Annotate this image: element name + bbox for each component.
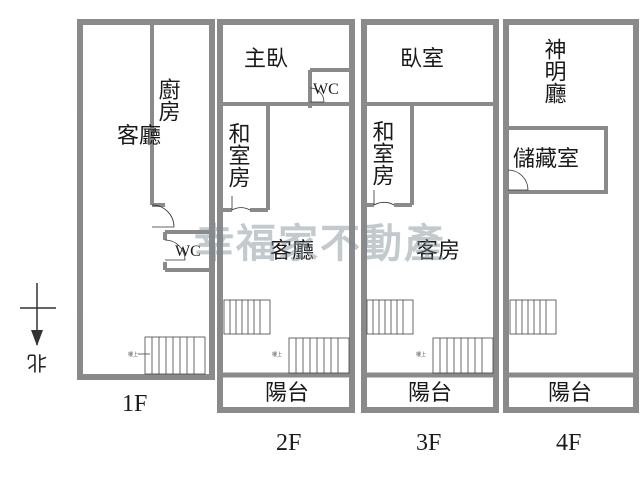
floor-4f-outline (503, 19, 639, 413)
room-1f-living-1: 客廳 (117, 124, 161, 149)
stair-note-2f: 樓上 (272, 351, 282, 358)
tatami-door-2f (231, 196, 251, 211)
room-1f-wc: WC (175, 243, 201, 260)
stair-note-3f: 樓上 (416, 351, 426, 358)
kitchen-door (151, 204, 175, 228)
room-4f-storage: 儲藏室 (513, 147, 579, 172)
tatami-door-3f (373, 190, 395, 206)
north-arrow-head (31, 330, 43, 346)
room-2f-wc: WC (313, 81, 339, 98)
floor-4f-stairs (509, 299, 557, 335)
floor-1f-outline (77, 19, 215, 380)
floor-2f-label: 2F (276, 430, 301, 456)
floor-2f: 樓上 主臥 WC 和室房 客廳 陽台 2F (217, 19, 355, 456)
room-2f-balcony: 陽台 (265, 381, 309, 406)
floor-4f-label: 4F (556, 430, 581, 456)
stair-up-note: 樓上 (128, 351, 138, 358)
wc-door-2f (309, 87, 325, 103)
storage-walls (508, 126, 608, 194)
room-2f-master: 主臥 (244, 47, 288, 72)
floor-1f-stairs: 樓上 (128, 336, 206, 375)
floor-3f: 樓上 臥室 和室房 客房 陽台 3F (361, 19, 499, 456)
floor-2f-outline (217, 19, 355, 413)
room-3f-guest: 客房 (416, 239, 460, 264)
floor-3f-label: 3F (416, 430, 441, 456)
room-1f-kitchen: 廚房 (155, 78, 181, 122)
north-arrow: 北 (20, 283, 56, 375)
floor-3f-stairs: 樓上 (366, 299, 494, 374)
floor-1f: 樓上 客廳 廚房 WC 1F (77, 19, 215, 417)
storage-door (507, 169, 529, 191)
room-2f-living: 客廳 (270, 239, 314, 264)
floor-1f-label: 1F (122, 391, 147, 417)
watermark: 幸福家不動產 (194, 221, 446, 267)
north-label: 北 (27, 351, 47, 375)
room-2f-tatami: 和室房 (225, 122, 251, 188)
wc-door (164, 239, 186, 261)
room-4f-balcony: 陽台 (548, 381, 592, 406)
room-3f-bedroom: 臥室 (400, 47, 444, 72)
room-3f-tatami: 和室房 (369, 120, 395, 186)
floor-3f-outline (361, 19, 499, 413)
floor-2f-stairs: 樓上 (223, 299, 350, 374)
room-3f-balcony: 陽台 (408, 381, 452, 406)
floor-4f: 神明廳 儲藏室 陽台 4F (503, 19, 639, 456)
room-4f-shrine: 神明廳 (541, 38, 567, 104)
